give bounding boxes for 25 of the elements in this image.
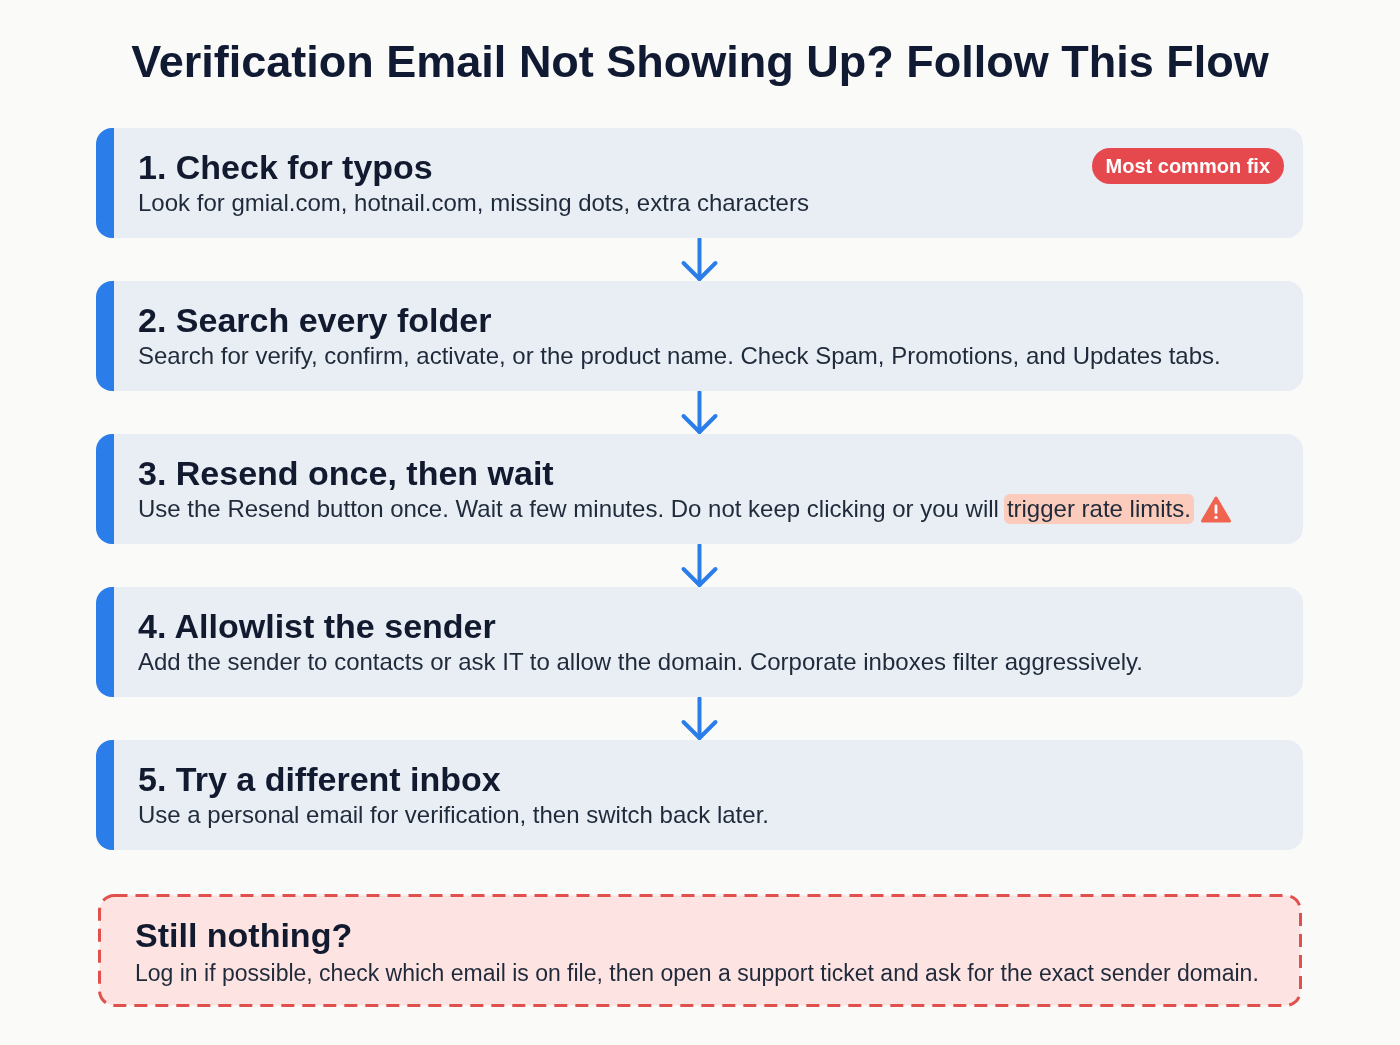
step-card (96, 434, 1303, 544)
arrow (681, 237, 718, 281)
arrow (681, 390, 718, 434)
step-card (96, 587, 1303, 697)
step-description: Use the Resend button once. Wait a few minutes. Do not keep clicking or you will (138, 494, 999, 524)
callout-box (98, 894, 1302, 1007)
step-card (96, 281, 1303, 391)
step-heading: 4. Allowlist the sender (138, 606, 496, 646)
highlighted-text: trigger rate limits. (1003, 494, 1194, 524)
arrow (681, 543, 718, 587)
callout-heading: Still nothing? (135, 915, 353, 955)
arrow (681, 696, 718, 740)
step-card (96, 740, 1303, 850)
step-heading: 3. Resend once, then wait (138, 453, 554, 493)
step-heading: 2. Search every folder (138, 300, 492, 340)
title: Verification Email Not Showing Up? Follow This Flow (131, 35, 1269, 89)
step-heading: 1. Check for typos (138, 147, 433, 187)
step-card (96, 128, 1303, 238)
step-description: Use a personal email for verification, then switch back later. (138, 800, 769, 830)
step-heading: 5. Try a different inbox (138, 759, 501, 799)
step-description: Look for gmial.com, hotnail.com, missing dots, extra characters (138, 188, 809, 218)
status-badge: Most common fix (1091, 148, 1284, 184)
step-description: Search for verify, confirm, activate, or the product name. Check Spam, Promotions, and Updates tabs. (138, 341, 1221, 371)
callout-description: Log in if possible, check which email is on file, then open a support ticket and ask for the exact sender domain. (135, 959, 1259, 988)
step-description: Add the sender to contacts or ask IT to allow the domain. Corporate inboxes filter aggressively. (138, 647, 1143, 677)
